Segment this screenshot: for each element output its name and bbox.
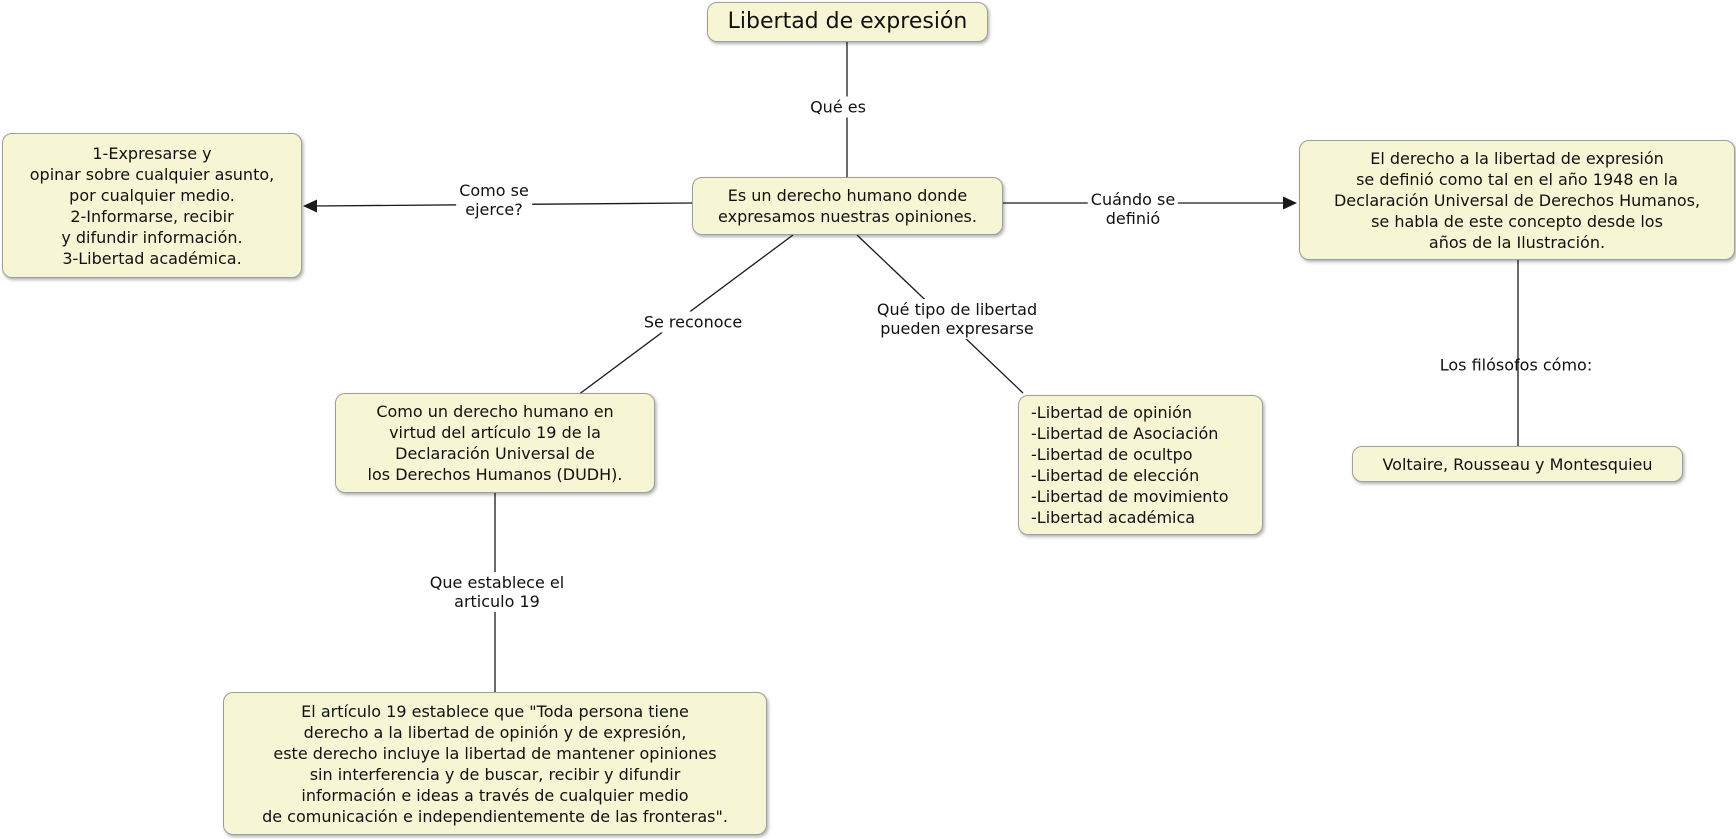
link-label-establishes[interactable]: Que establece el articulo 19 (426, 572, 568, 612)
node-definition[interactable]: Es un derecho humano donde expresamos nu… (692, 177, 1003, 235)
link-label-philosophers-like[interactable]: Los filósofos cómo: (1439, 355, 1593, 375)
node-recognized[interactable]: Como un derecho humano en virtud del art… (335, 393, 655, 493)
node-liberty-types[interactable]: -Libertad de opinión -Libertad de Asocia… (1018, 395, 1263, 535)
link-label-when-defined[interactable]: Cuándo se definió (1087, 189, 1179, 229)
node-exercise[interactable]: 1-Expresarse y opinar sobre cualquier as… (2, 133, 302, 278)
arrowhead-left-icon (303, 199, 317, 213)
node-philosophers[interactable]: Voltaire, Rousseau y Montesquieu (1352, 446, 1683, 482)
link-label-what-is[interactable]: Qué es (807, 96, 869, 118)
node-title[interactable]: Libertad de expresión (707, 2, 988, 42)
node-when-defined[interactable]: El derecho a la libertad de expresión se… (1299, 140, 1735, 260)
node-article-19[interactable]: El artículo 19 establece que "Toda perso… (223, 692, 767, 835)
link-label-liberty-types[interactable]: Qué tipo de libertad pueden expresarse (873, 299, 1041, 339)
link-label-recognized-as[interactable]: Se reconoce (640, 311, 746, 333)
arrowhead-right-icon (1283, 196, 1297, 210)
link-label-how-exercised[interactable]: Como se ejerce? (456, 180, 532, 220)
